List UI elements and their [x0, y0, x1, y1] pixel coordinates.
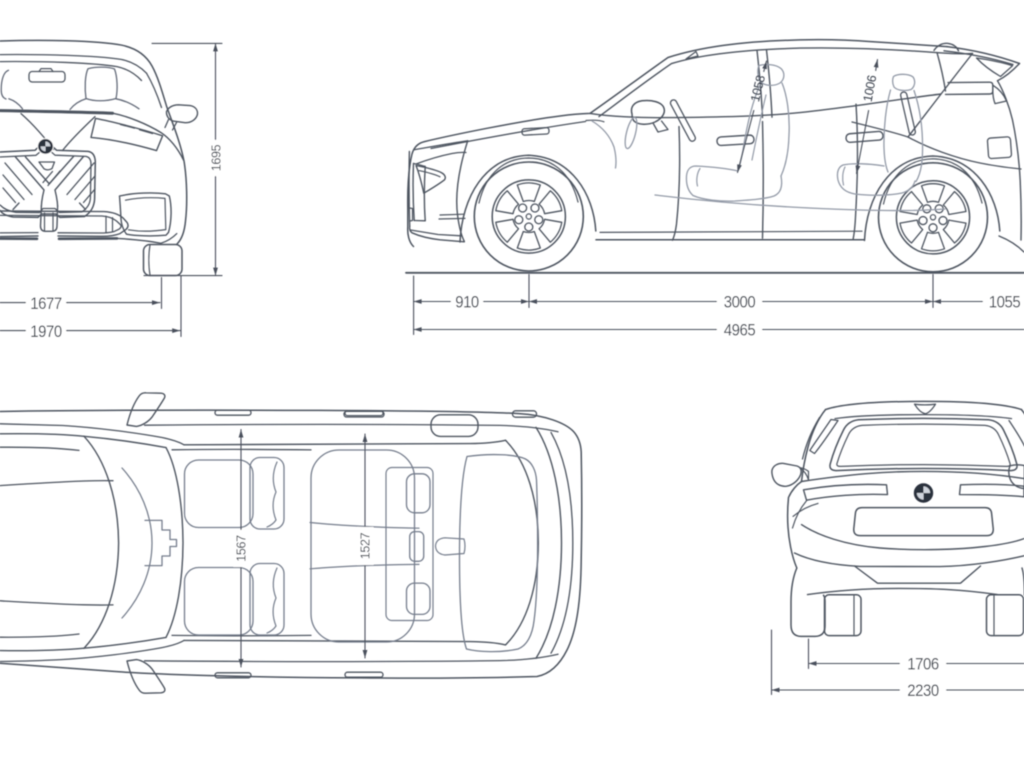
svg-text:1055: 1055 [989, 294, 1021, 312]
svg-text:1567: 1567 [235, 535, 249, 562]
svg-text:1695: 1695 [209, 144, 223, 171]
svg-text:1006: 1006 [861, 74, 880, 103]
svg-text:4965: 4965 [724, 322, 756, 340]
svg-text:910: 910 [455, 294, 479, 312]
svg-text:1058: 1058 [748, 74, 768, 104]
svg-text:1527: 1527 [359, 532, 373, 559]
svg-text:1970: 1970 [30, 323, 62, 341]
svg-text:1677: 1677 [30, 295, 62, 313]
svg-text:3000: 3000 [724, 294, 756, 312]
svg-text:2230: 2230 [907, 682, 939, 700]
svg-text:1706: 1706 [907, 656, 939, 674]
